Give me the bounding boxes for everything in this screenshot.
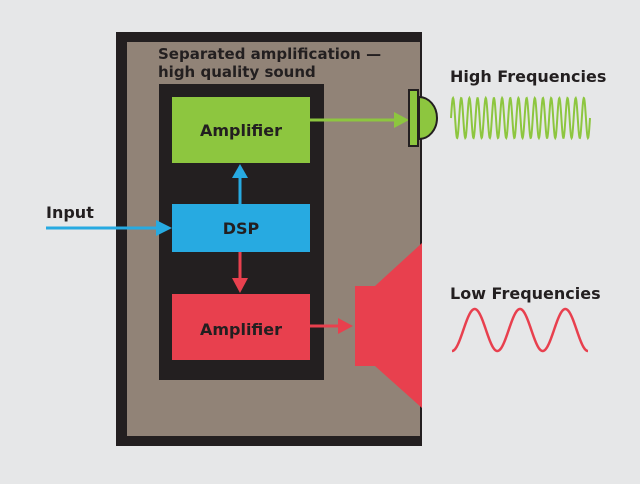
high-frequency-wave-icon (450, 95, 591, 141)
dsp-block (172, 204, 310, 252)
amplifier-low-label: Amplifier (200, 320, 282, 339)
dsp-label: DSP (223, 219, 260, 238)
low-frequency-wave-icon (451, 307, 589, 353)
dsp-to-high-amp-arrowhead (232, 164, 248, 178)
input-label: Input (46, 203, 94, 222)
high-frequencies-label: High Frequencies (450, 67, 606, 86)
dsp-to-low-amp-arrowhead (232, 278, 248, 293)
tweeter-speaker-icon (408, 89, 438, 147)
low-amp-to-woofer-arrowhead (338, 318, 353, 334)
high-amp-to-tweeter-arrowhead (394, 112, 409, 128)
input-arrowhead (156, 220, 172, 236)
amplifier-low-block (172, 294, 310, 360)
enclosure-title-line2: high quality sound (158, 63, 316, 81)
amplifier-high-block (172, 97, 310, 163)
amplifier-high-label: Amplifier (200, 121, 282, 140)
low-frequencies-label: Low Frequencies (450, 284, 601, 303)
enclosure-title-line1: Separated amplification — (158, 45, 381, 63)
woofer-speaker-icon (355, 243, 422, 408)
